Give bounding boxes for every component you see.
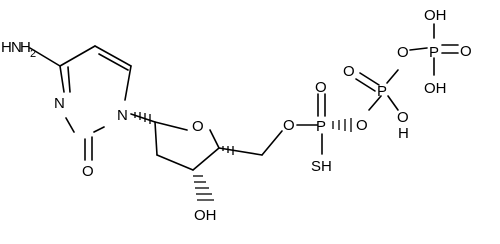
p3-oxo-label: O <box>460 43 472 60</box>
p2-hydroxyl-o-label: O <box>397 109 409 126</box>
bond-lines <box>29 23 459 171</box>
p2-hydroxyl-h-label: H <box>398 125 409 142</box>
ring-o-label: O <box>192 118 204 135</box>
p1-oxo-label: O <box>315 79 327 96</box>
ester-o-label: O <box>283 117 295 134</box>
phosphorus-3-label: P <box>429 44 439 61</box>
ring-n3-label: N <box>54 95 65 112</box>
hashed-wedge-n1-c1 <box>134 112 151 124</box>
amine-h-label-2: H <box>20 39 31 56</box>
amine-h-label: H <box>1 39 12 56</box>
amine-n-label: N <box>11 39 22 56</box>
thiol-label: SH <box>311 158 332 175</box>
bridge-o2-label: O <box>397 44 409 61</box>
hashed-wedge-c3-oh <box>193 175 214 201</box>
carbonyl-o-label: O <box>82 163 94 180</box>
amine-subscript-label: 2 <box>30 48 36 60</box>
phosphorus-1-label: P <box>316 118 326 135</box>
phosphorus-2-label: P <box>377 83 387 100</box>
hashed-wedge-p1-o <box>332 118 352 132</box>
p2-oxo-label: O <box>343 63 355 80</box>
p3-bottom-hydroxyl-label: OH <box>424 80 447 97</box>
p3-top-hydroxyl-label: OH <box>424 7 447 24</box>
bridge-o1-label: O <box>356 117 368 134</box>
ring-n1-label: N <box>117 107 128 124</box>
hashed-wedge-c4-c5 <box>222 146 234 155</box>
hydroxyl-label: OH <box>194 207 217 224</box>
